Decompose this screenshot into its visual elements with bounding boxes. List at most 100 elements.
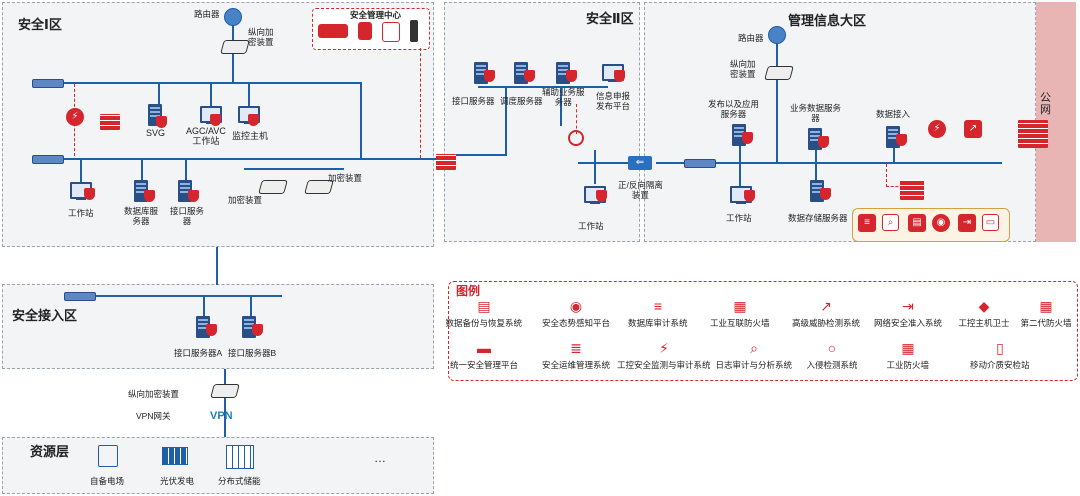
zone-resource (2, 437, 434, 494)
access-control-icon: ↗ (964, 120, 982, 138)
server-a-label: 接口服务器A (174, 348, 223, 358)
legend-icon-11: ⚡ (659, 340, 669, 356)
mgmt-drop-2 (815, 150, 817, 180)
access-drop-b (250, 296, 252, 316)
resource-more: … (374, 451, 386, 465)
agc-guard-icon (210, 114, 221, 126)
safety1-router-icon (224, 8, 242, 26)
server-a-guard-icon (206, 324, 217, 336)
wind-label: 自备电场 (90, 476, 125, 486)
agc-label: AGC/AVC 工作站 (186, 126, 226, 147)
drop-3 (248, 82, 250, 106)
industrial-firewall-icon (100, 114, 120, 130)
server-b-label: 接口服务器B (228, 348, 277, 358)
safety1-iface-label: 接口服务 器 (170, 206, 205, 226)
mgmt-ws-guard-icon (744, 190, 755, 202)
server-b-guard-icon (252, 324, 263, 336)
safety1-bus-top (38, 82, 360, 84)
access-crypto-label: 纵向加密装置 (128, 389, 180, 399)
pv-icon (162, 447, 188, 465)
threat-detect-icon: ⚡ (928, 120, 946, 138)
pub-guard-icon (742, 132, 753, 144)
dispatch-label: 调度服务器 (500, 96, 543, 106)
legend-label-9: 统一安全管理平台 (450, 360, 519, 370)
industrial-internet-fw-icon (900, 180, 924, 200)
storage-label: 分布式储能 (218, 476, 261, 486)
drop-2 (210, 82, 212, 106)
zone-safety-2 (444, 2, 640, 242)
access-to-vpn (224, 369, 226, 437)
legend-label-12: 日志审计与分析系统 (715, 360, 793, 370)
data-access-label: 数据接入 (876, 109, 911, 119)
vpn-gw-label: VPN网关 (136, 411, 171, 421)
aux-guard-icon (566, 70, 577, 82)
public-network-title: 公 网 (1040, 92, 1051, 117)
safety1-trunk (360, 82, 362, 160)
mgmt-vertical-crypto-icon (764, 66, 794, 80)
drop-1 (158, 82, 160, 104)
safety1-iface-guard-icon (188, 190, 199, 202)
pv-label: 光伏发电 (160, 476, 195, 486)
crypto-2-label: 加密装置 (328, 173, 363, 183)
mgmt-router-line (776, 42, 778, 162)
vpn-label: VPN (210, 410, 233, 422)
legend-icon-2: ◉ (569, 298, 583, 314)
legend-label-15: 移动介质安检站 (970, 360, 1030, 370)
legend-icon-1: ▤ (477, 298, 491, 314)
access-bus (64, 295, 282, 297)
zone-firewall-icon (436, 154, 456, 170)
zone-safety-2-title: 安全Ⅱ区 (586, 11, 634, 26)
zone-access-title: 安全接入区 (12, 308, 78, 323)
mgmt-workstation-label: 工作站 (726, 213, 752, 223)
legend-icon-7: ◆ (978, 298, 990, 314)
db-server-label: 数据库服 务器 (124, 206, 159, 226)
log-audit-icon (382, 22, 400, 42)
svg-guard-icon (156, 116, 167, 128)
safety2-top-bus (478, 86, 608, 88)
public-firewall-icon (1018, 120, 1048, 148)
zone-safety-1-title: 安全Ⅰ区 (18, 17, 62, 32)
legend-label-1: 数据备份与恢复系统 (445, 318, 523, 328)
intrusion-detect-icon (568, 130, 584, 146)
sec-center-dashed-line (420, 48, 421, 158)
legend-label-11: 工控安全监测与审计系统 (617, 360, 711, 370)
backup-icon: ≡ (858, 214, 876, 232)
safety1-switch-top-icon (32, 79, 64, 88)
legend-label-5: 高级威胁检测系统 (792, 318, 861, 328)
legend-icon-12: ⌕ (750, 340, 758, 356)
ops-icon: ▤ (908, 214, 926, 232)
safety1-workstation-label: 工作站 (68, 208, 94, 218)
isolation-label: 正/反向隔离 装置 (618, 180, 663, 200)
legend-icon-13: ○ (827, 340, 837, 356)
zone-management-title: 管理信息大区 (788, 13, 867, 28)
svg-label: SVG (146, 128, 166, 138)
dispatch-guard-icon (524, 70, 535, 82)
audit-icon: ▭ (982, 214, 999, 231)
legend-label-6: 网络安全准入系统 (874, 318, 943, 328)
drop-4 (80, 158, 82, 182)
legend-label-8: 第二代防火墙 (1020, 318, 1072, 328)
legend-label-14: 工业防火墙 (886, 360, 930, 370)
safety1-bus-crypto (244, 168, 344, 170)
safety1-to-access (216, 247, 218, 285)
drop-6 (185, 158, 187, 180)
storage-icon (226, 445, 254, 469)
legend-label-4: 工业互联防火墙 (710, 318, 770, 328)
unified-mgmt-icon (318, 24, 348, 38)
safety1-bus-mid (38, 158, 360, 160)
monitor-label: 监控主机 (232, 131, 269, 141)
legend-icon-5: ↗ (820, 298, 832, 314)
ops-mgmt-icon (358, 22, 372, 40)
legend-icon-8: ▦ (1039, 298, 1053, 314)
safety1-switch-mid-icon (32, 155, 64, 164)
isolation-device-icon: ⇐ (628, 156, 652, 170)
safety2-link-fw (456, 154, 506, 156)
mgmt-vertical-crypto-label: 纵向加 密装置 (730, 59, 756, 79)
legend-label-7: 工控主机卫士 (958, 318, 1010, 328)
security-center-label: 安全管理中心 (350, 10, 402, 20)
legend-label-3: 数据库审计系统 (628, 318, 688, 328)
db-guard-icon (144, 190, 155, 202)
mgmt-router-icon (768, 26, 786, 44)
mgmt-switch-icon (684, 159, 716, 168)
legend-icon-15: ▯ (996, 340, 1004, 356)
